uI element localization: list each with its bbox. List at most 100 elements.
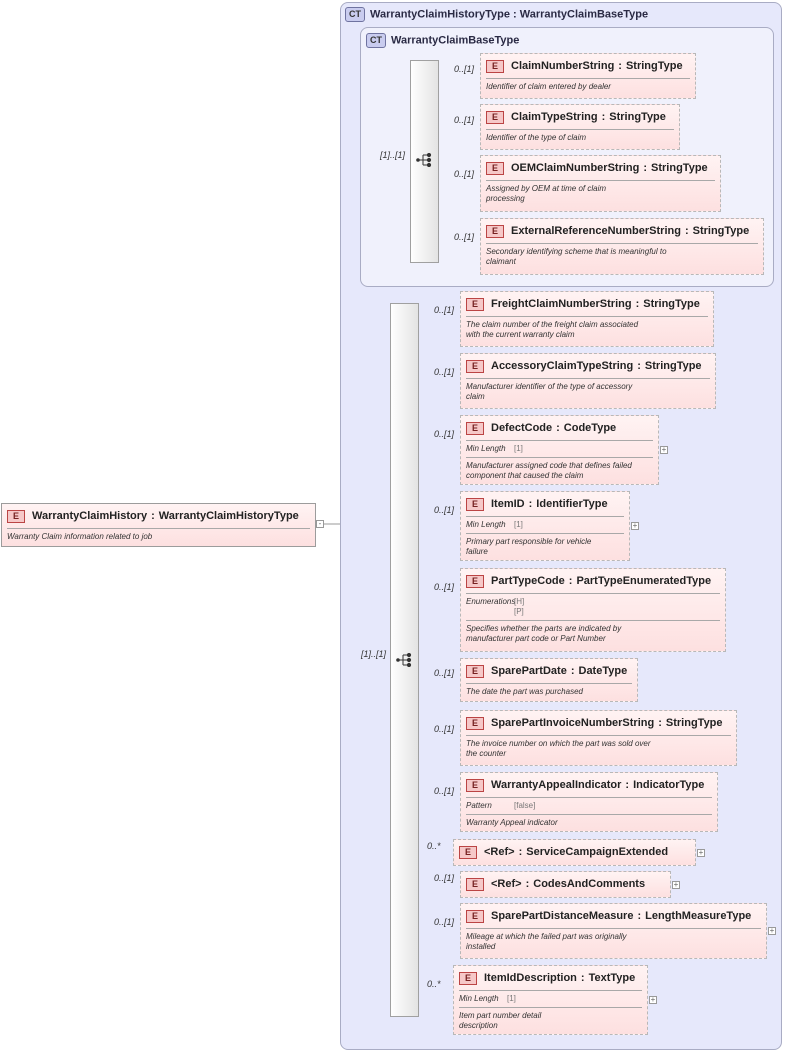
element-icon: E (466, 877, 484, 891)
element-codesandcomments[interactable]: E<Ref>:CodesAndComments (460, 871, 671, 898)
complex-type-icon: CT (366, 33, 386, 48)
facet-label: Enumerations (466, 597, 516, 606)
element-doc: Secondary identifying scheme that is mea… (486, 247, 667, 256)
cardinality-label: 0..[1] (434, 786, 455, 796)
element-doc: Specifies whether the parts are indicate… (466, 624, 622, 633)
element-icon: E (466, 716, 484, 730)
element-doc: failure (466, 547, 488, 556)
element-type: StringType (643, 298, 700, 310)
element-doc: Item part number detail (459, 1011, 542, 1020)
element-name: DefectCode (491, 422, 553, 434)
element-type: CodeType (563, 422, 617, 434)
root-element-warrantyclaimhistory[interactable]: E WarrantyClaimHistory : WarrantyClaimHi… (1, 503, 316, 547)
element-doc: Manufacturer identifier of the type of a… (466, 382, 633, 391)
element-type: StringType (609, 111, 666, 123)
element-type: LengthMeasureType (645, 910, 752, 922)
element-doc: Manufacturer assigned code that defines … (466, 461, 632, 470)
cardinality-label: 0..[1] (434, 367, 455, 377)
element-type: StringType (651, 162, 708, 174)
expand-toggle[interactable]: + (631, 521, 639, 530)
element-name: OEMClaimNumberString (511, 162, 640, 174)
cardinality-label: 0..[1] (434, 668, 455, 678)
cardinality-label: 0..[1] (434, 305, 455, 315)
element-type: ServiceCampaignExtended (526, 846, 669, 858)
element-doc: with the current warranty claim (466, 330, 575, 339)
main-sequence-cardinality: [1]..[1] (361, 649, 387, 659)
collapse-toggle[interactable]: - (316, 520, 324, 528)
element-type: TextType (588, 972, 636, 984)
element-type: PartTypeEnumeratedType (576, 575, 712, 587)
element-type: StringType (644, 360, 702, 372)
cardinality-label: 0..* (427, 979, 441, 989)
element-type: DateType (578, 665, 628, 677)
cardinality-label: 0..[1] (454, 115, 475, 125)
element-name: SparePartDistanceMeasure (491, 910, 634, 922)
facet-value: [1] (507, 994, 516, 1003)
element-doc: claimant (486, 257, 516, 266)
element-type: StringType (625, 60, 683, 72)
expand-toggle[interactable]: + (697, 848, 705, 857)
facet-value: [P] (514, 607, 524, 616)
expand-toggle[interactable]: + (649, 995, 657, 1004)
element-icon: E (466, 909, 484, 923)
facet-value: [1] (514, 520, 523, 529)
element-name: ClaimNumberString (511, 60, 615, 72)
base-sequence-cardinality: [1]..[1] (380, 150, 406, 160)
element-name: WarrantyClaimHistory (32, 510, 148, 522)
cardinality-label: 0..[1] (434, 505, 455, 515)
facet-label: Pattern (466, 801, 492, 810)
expand-toggle[interactable]: + (672, 880, 680, 889)
element-icon: E (466, 778, 484, 792)
cardinality-label: 0..[1] (434, 582, 455, 592)
facet-label: Min Length (466, 444, 506, 453)
element-doc: The invoice number on which the part was… (466, 739, 651, 748)
element-type: IdentifierType (536, 498, 608, 510)
facet-value: [false] (514, 801, 536, 810)
element-name: SparePartDate (491, 665, 567, 677)
element-doc: The claim number of the freight claim as… (466, 320, 639, 329)
element-icon: E (466, 421, 484, 435)
cardinality-label: 0..* (427, 841, 441, 851)
element-icon: E (466, 497, 484, 511)
element-icon: E (459, 845, 477, 859)
facet-label: Min Length (459, 994, 499, 1003)
element-name: ExternalReferenceNumberString (511, 225, 681, 237)
facet-label: Min Length (466, 520, 506, 529)
element-icon: E (7, 509, 25, 523)
element-doc: description (459, 1021, 498, 1030)
element-type: WarrantyClaimHistoryType (158, 510, 299, 522)
element-doc: Assigned by OEM at time of claim (486, 184, 607, 193)
element-doc: Warranty Appeal indicator (466, 818, 558, 827)
element-doc: component that caused the claim (466, 471, 584, 480)
element-name: AccessoryClaimTypeString (491, 360, 634, 372)
element-name: ItemID (491, 498, 525, 510)
element-type: StringType (665, 717, 723, 729)
element-name: <Ref> (484, 846, 515, 858)
element-icon: E (466, 297, 484, 311)
element-servicecampaignextended[interactable]: E<Ref>:ServiceCampaignExtended (453, 839, 696, 866)
sequence-icon (396, 653, 412, 667)
expand-toggle[interactable]: + (660, 445, 668, 454)
element-icon: E (466, 664, 484, 678)
cardinality-label: 0..[1] (434, 873, 455, 883)
element-doc: Warranty Claim information related to jo… (7, 532, 153, 541)
element-name: PartTypeCode (491, 575, 565, 587)
element-doc: Identifier of the type of claim (486, 133, 587, 142)
element-icon: E (459, 971, 477, 985)
element-name: WarrantyAppealIndicator (491, 779, 622, 791)
expand-toggle[interactable]: + (768, 926, 776, 935)
